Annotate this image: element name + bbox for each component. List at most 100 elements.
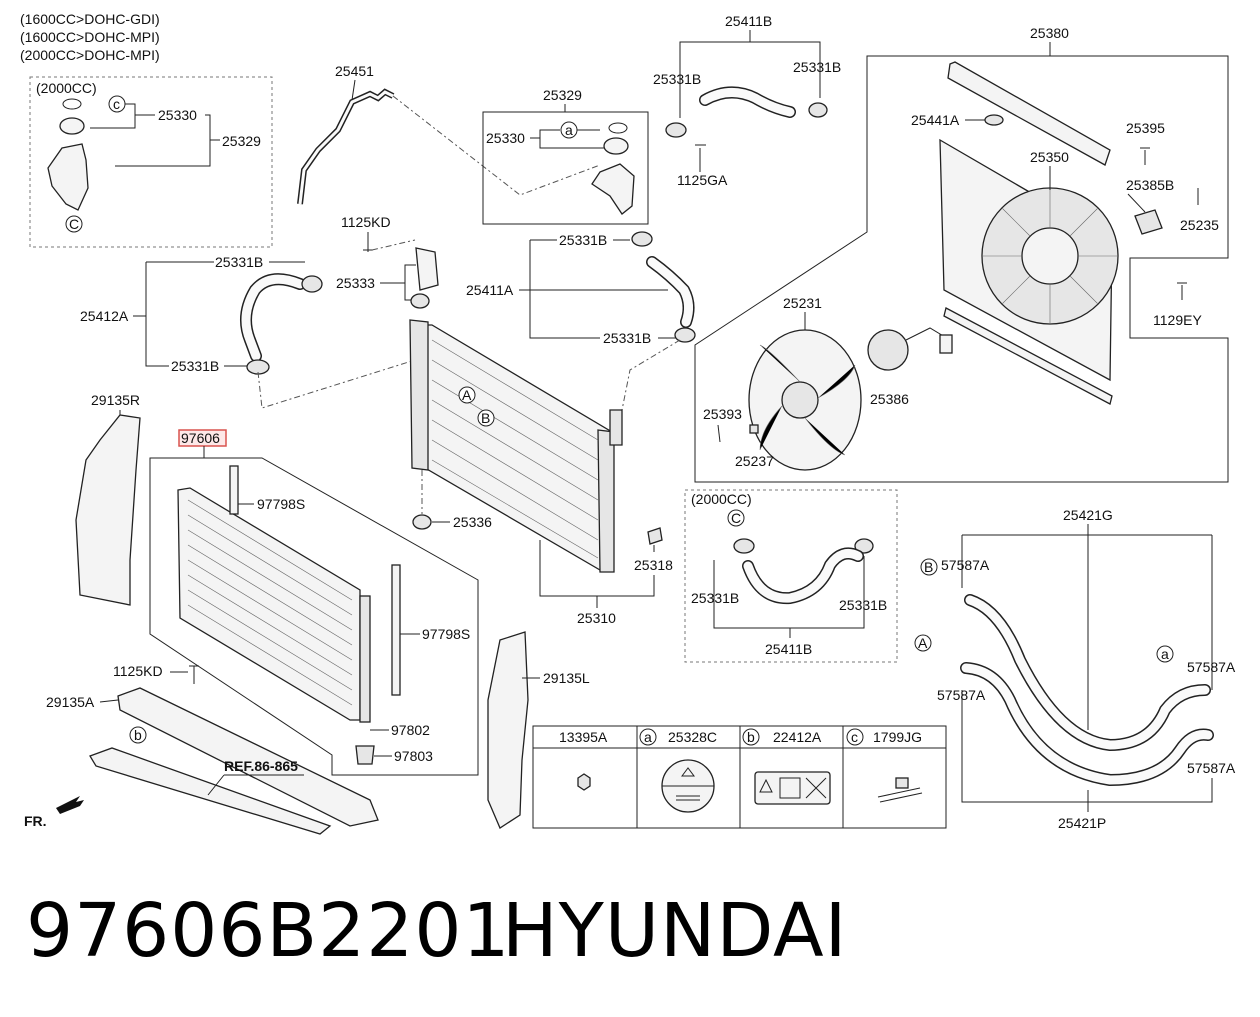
warning-triangle-icon [681,767,695,777]
bolt-icon [363,232,373,252]
fan-blade-lines [759,344,856,456]
label-29135R: 29135R [91,392,140,408]
label-97803: 97803 [394,748,433,764]
label-25412A: 25412A [80,308,129,324]
marker-C: C [69,216,79,232]
label-97606: 97606 [181,430,220,446]
group-box-2000cc-hose [684,489,898,663]
leader-dash [619,339,681,421]
leader-dash [371,239,416,251]
condenser-icon [177,487,361,721]
label-25395: 25395 [1126,120,1165,136]
marker-C-circle [65,215,83,233]
leader [133,261,305,367]
air-guard-right-icon [75,414,141,606]
label-25411A: 25411A [466,282,514,298]
fan-motor-hub-icon [1021,227,1079,285]
label-25380: 25380 [1030,25,1069,41]
shroud-seal-icon [947,61,1111,166]
marker-a: a [565,122,573,138]
legend-marker-circle [639,728,657,746]
group-box-condenser [149,446,479,776]
leader [717,424,721,443]
label-57587A-b: 57587A [937,687,986,703]
legend-marker-circle [742,728,760,746]
oring-icon [608,122,628,134]
label-97798S-a: 97798S [257,496,305,512]
hose-clamp-icon [301,275,323,293]
legend-header-3: 1799JG [873,729,922,745]
label-25336: 25336 [453,514,492,530]
label-25329-mid: 25329 [543,87,582,103]
label-1125GA: 1125GA [677,172,728,188]
cable-tie-icon [877,787,923,803]
drain-plug-icon [647,527,663,545]
label-97798S-b: 97798S [422,626,470,642]
seal-strip-icon [391,564,401,696]
connector-icon [939,334,953,354]
resistor-icon [1134,209,1163,235]
engine-note-2: (1600CC>DOHC-MPI) [20,29,160,45]
grommet-icon [984,114,1004,126]
label-1125KD-top: 1125KD [341,214,391,230]
label-25331B-c: 25331B [215,254,263,270]
bolt-icon [1177,282,1187,300]
label-25386: 25386 [870,391,909,407]
lower-hose-inner [241,274,305,361]
label-25421G: 25421G [1063,507,1113,523]
filler-cap-icon [59,117,85,135]
radiator-fins [431,339,599,559]
seal-strip-icon [229,465,239,515]
engine-note-1: (1600CC>DOHC-GDI) [20,11,160,27]
label-25350: 25350 [1030,149,1069,165]
fan-blade-lines [982,188,1118,324]
label-25237: 25237 [735,453,774,469]
bracket-icon [415,247,439,291]
ref-label: REF.86-865 [224,758,298,774]
label-25330-mid: 25330 [486,130,525,146]
leader [530,129,605,149]
radiator-tank-right-icon [597,429,615,573]
mount-rubber-icon [410,293,430,309]
group-label-2000cc-top: (2000CC) [36,80,97,96]
middle-hose-inner [647,257,694,327]
label-25441A: 25441A [911,112,960,128]
leader [519,239,676,339]
hose-clamp-icon [665,122,687,138]
label-25331B-h: 25331B [839,597,887,613]
marker-A-pipe: A [918,635,928,651]
leader [961,690,1213,812]
condenser-fins [187,499,353,706]
leader [90,103,155,129]
label-25329-left: 25329 [222,133,261,149]
bolt-icon [189,665,199,684]
legend-marker-circle [846,728,864,746]
legend-marker-1: a [644,729,652,745]
highlight-97606 [178,429,227,447]
marker-c: c [113,96,120,112]
filler-cap-icon [603,137,629,155]
overflow-hose-icon [297,88,395,205]
cable-tie-head-icon [895,777,909,789]
leader [99,699,119,703]
label-25231: 25231 [783,295,822,311]
hose-clamp-icon [733,538,755,554]
marker-B-circle [477,409,495,427]
heater-hose-inner [743,549,863,603]
label-25411B-top: 25411B [725,13,772,29]
marker-B-circle-2 [920,558,938,576]
marker-b-circle [129,726,147,744]
lower-cover-icon [89,747,332,835]
label-25310: 25310 [577,610,616,626]
front-indicator: FR. [24,813,47,829]
air-guard-lower-icon [117,687,379,827]
clip-icon [749,424,759,434]
leader [539,540,655,608]
upper-hose-inner [700,88,795,117]
legend-grid [533,726,946,828]
marker-b-shield: b [134,727,142,743]
label-1125KD-bot: 1125KD [113,663,163,679]
label-25333: 25333 [336,275,375,291]
cap-label-lines [662,785,714,801]
label-25331B-d: 25331B [171,358,219,374]
